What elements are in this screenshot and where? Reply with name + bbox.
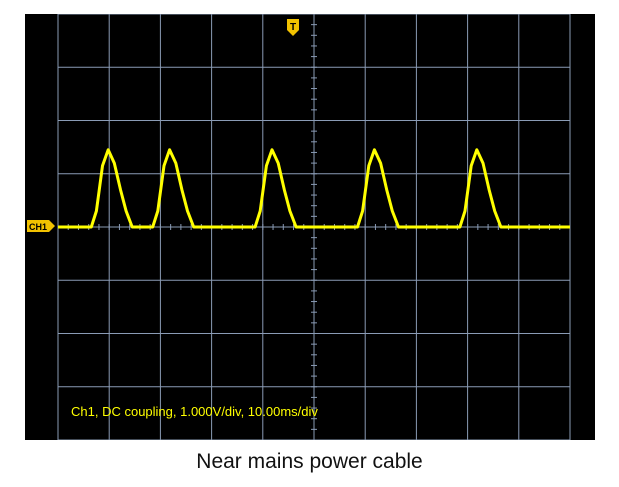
channel-marker: CH1: [27, 220, 55, 232]
waveform-trace: [58, 148, 570, 229]
trigger-marker-shape: [287, 19, 299, 36]
oscilloscope-screen: T CH1 Ch1, DC coupling, 1.000V/div, 10.0…: [25, 14, 595, 440]
caption: Near mains power cable: [196, 450, 423, 473]
channel-marker-shape: [27, 220, 55, 232]
scope-readout: Ch1, DC coupling, 1.000V/div, 10.00ms/di…: [71, 404, 318, 419]
trigger-marker: T: [287, 19, 299, 36]
series-line: [58, 148, 570, 229]
trigger-marker-label: T: [290, 22, 296, 33]
channel-marker-label: CH1: [29, 222, 47, 232]
